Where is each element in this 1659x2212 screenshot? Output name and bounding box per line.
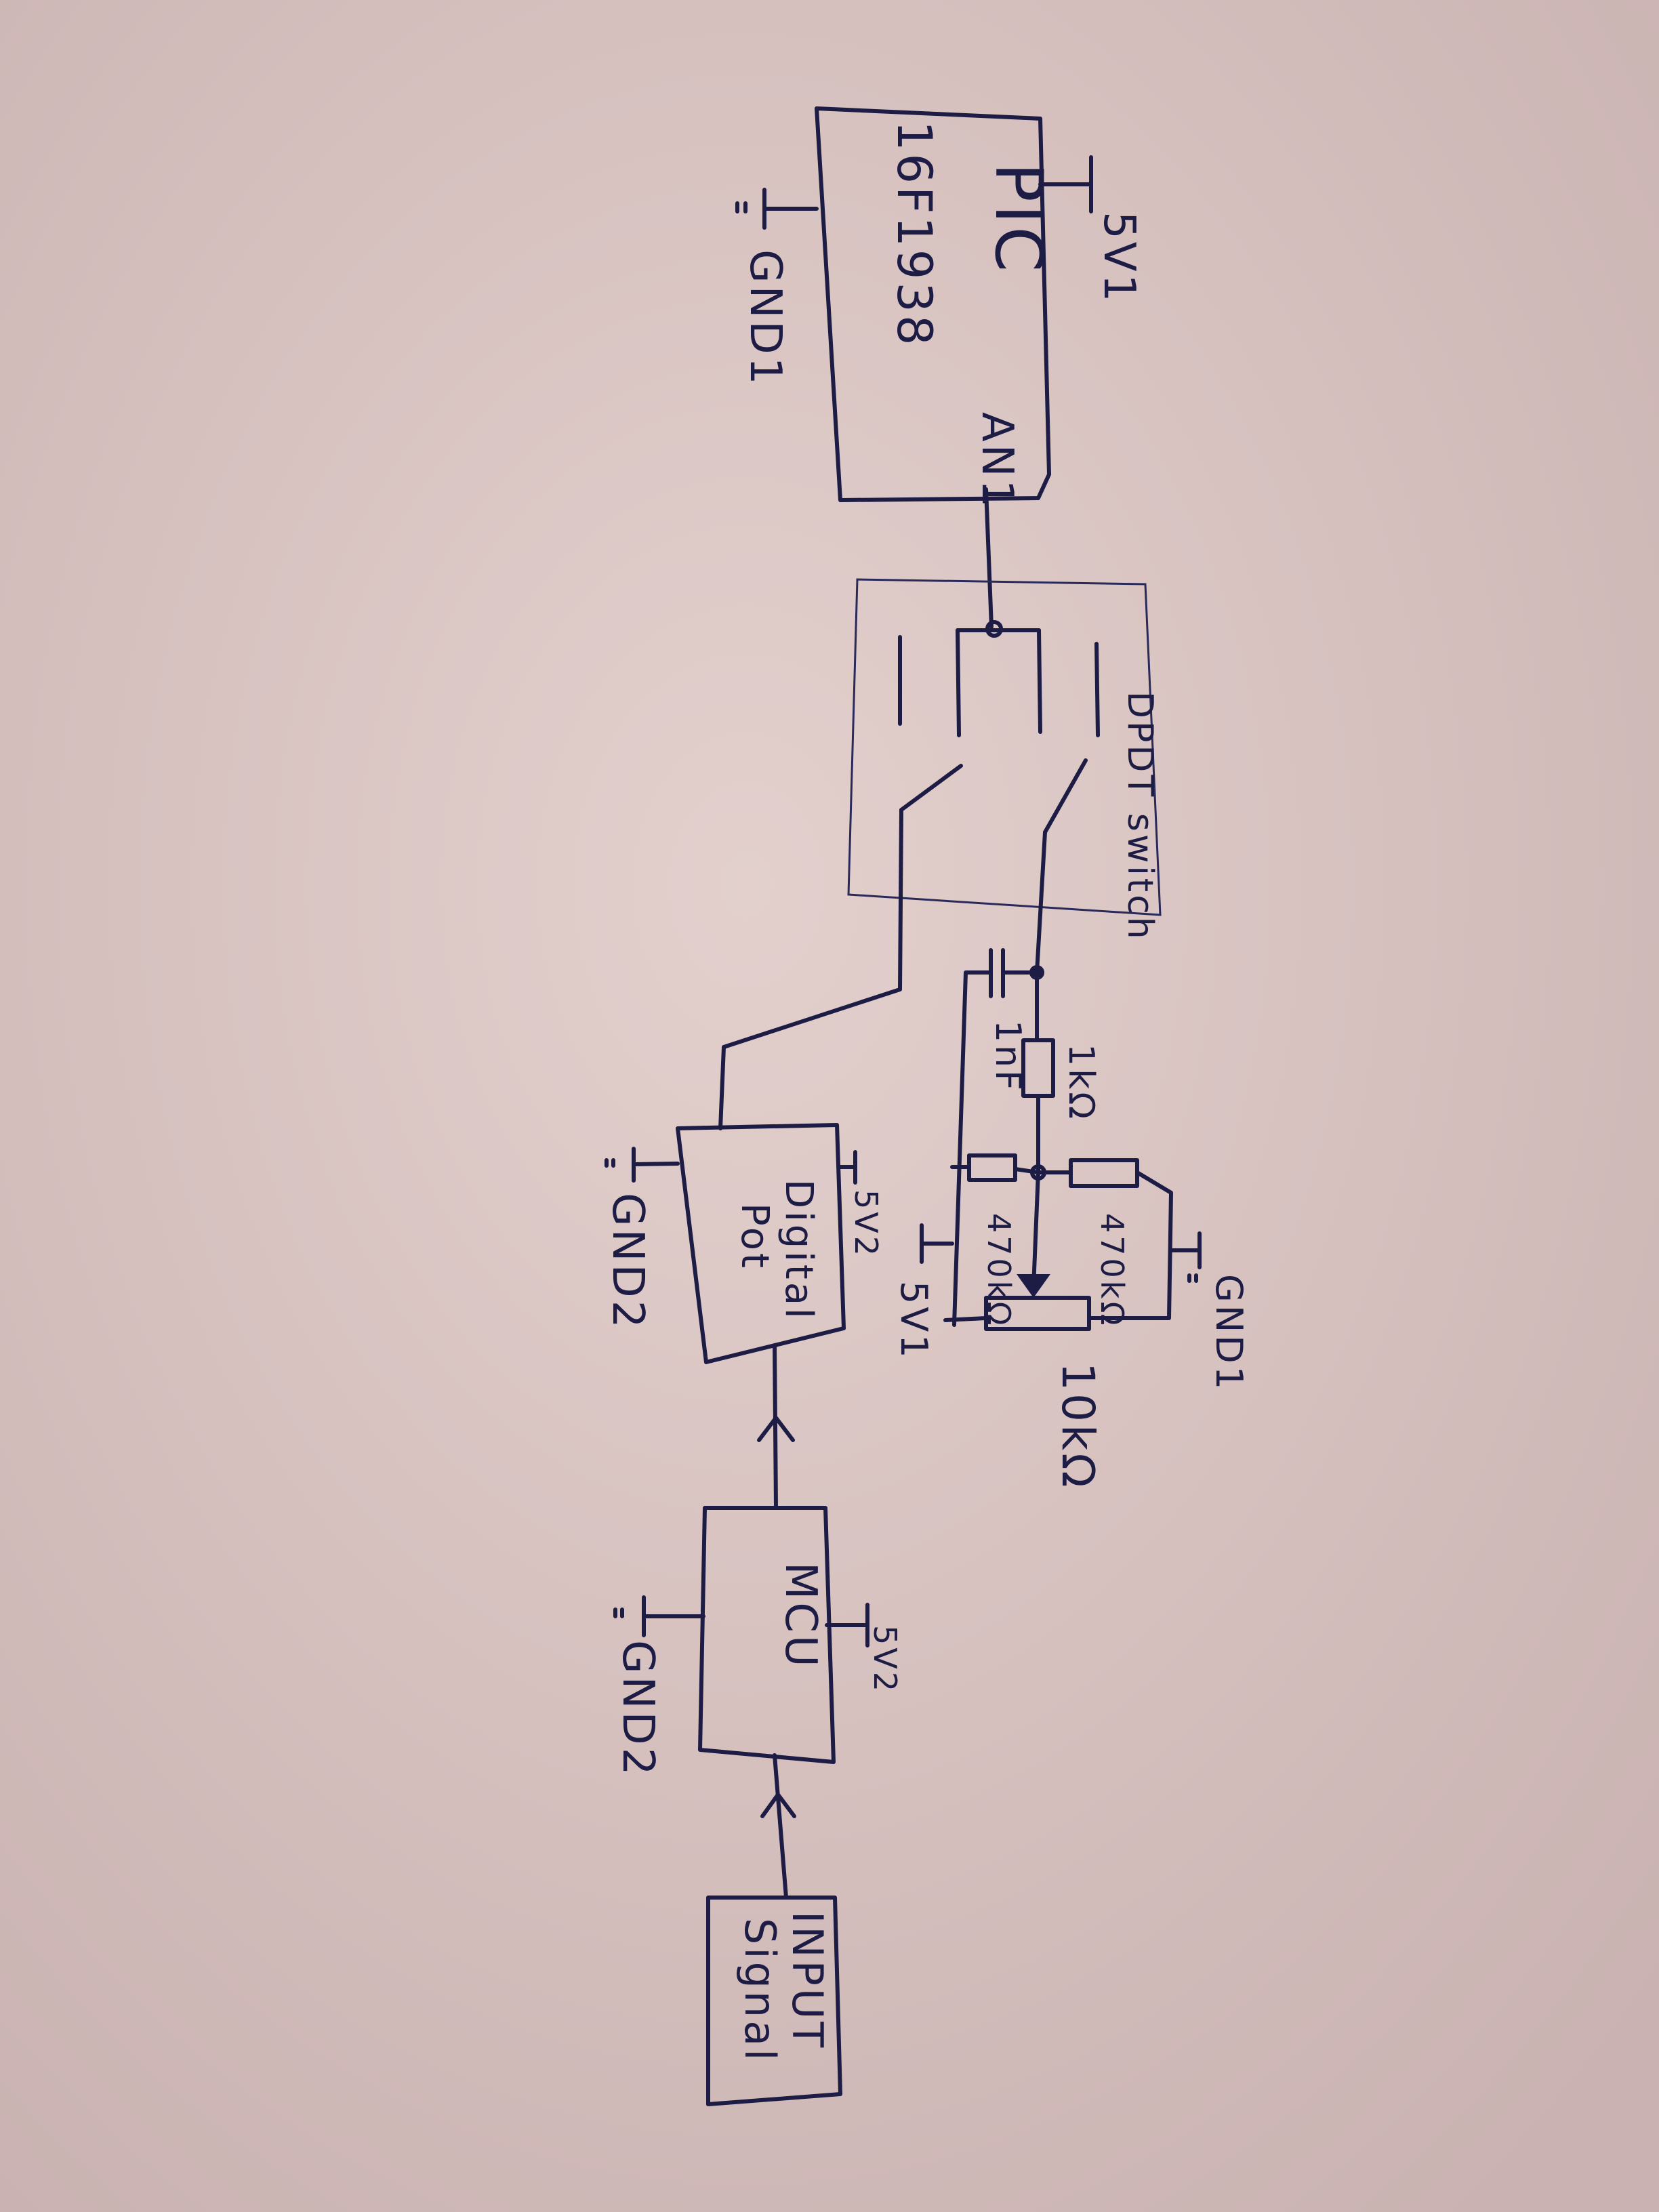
network-ground-mark	[1187, 1273, 1198, 1283]
mcu-body	[698, 1506, 836, 1764]
digital-pot-body	[676, 1123, 846, 1364]
wiper-line	[1031, 1170, 1040, 1290]
pot-label: 10kΩ	[1052, 1362, 1104, 1490]
input-label-1: INPUT	[783, 1911, 832, 2050]
switch-blade-2	[1043, 758, 1088, 834]
network-supply-label: 5V1	[893, 1281, 935, 1361]
network-ground-symbol	[1169, 1231, 1202, 1269]
mcu-block: MCU 5V2 GND2	[613, 1506, 903, 1900]
pic-pin-label: AN1	[972, 412, 1022, 510]
mcu-supply-label: 5V2	[867, 1625, 903, 1694]
network-ground-label: GND1	[1208, 1274, 1250, 1392]
an1-wire	[984, 487, 994, 629]
switch-contact-4	[1094, 642, 1100, 737]
r-right-label: 470kΩ	[1094, 1213, 1130, 1328]
potentiometer-10k	[984, 1296, 1091, 1331]
pot-left-lead	[943, 1316, 988, 1322]
digital-pot-supply-label: 5V2	[848, 1189, 884, 1258]
r-left-lead	[1013, 1167, 1040, 1174]
switch-to-network-wire	[1035, 830, 1047, 975]
input-to-mcu-arrow	[760, 1793, 796, 1818]
pic-ground-symbol	[762, 188, 819, 230]
digital-pot-label-1: Digital	[777, 1179, 821, 1322]
pic-ground-label: GND1	[740, 249, 790, 387]
switch-label: DPDT switch	[1120, 691, 1160, 942]
input-signal-block: INPUT Signal	[706, 1896, 842, 2106]
r-series-label: 1kΩ	[1061, 1044, 1101, 1122]
mcu-to-digital-pot-wire	[773, 1343, 778, 1510]
pic-block: 5V1 GND1 PIC 16F1938 AN1	[735, 106, 1144, 629]
pic-supply-label: 5V1	[1094, 211, 1144, 304]
digital-pot-ground-mark	[605, 1158, 615, 1168]
cap-to-ground-wire	[952, 970, 993, 1327]
digital-pot-ground-label: GND2	[602, 1193, 653, 1330]
input-label-2: Signal	[735, 1918, 785, 2063]
pic-ground-mark	[735, 201, 747, 213]
divider-network: 1nF 1kΩ 470kΩ 470kΩ 10kΩ 5V1 GND1	[893, 948, 1250, 1490]
switch-to-digital-pot-wire	[718, 808, 903, 1130]
digital-pot-ground-symbol	[632, 1147, 680, 1183]
digital-pot-block: Digital Pot 5V2 GND2	[602, 1123, 884, 1510]
switch-contact-3	[1037, 628, 1042, 734]
pic-label: PIC	[981, 163, 1057, 274]
mcu-to-digital-pot-arrow	[757, 1416, 795, 1442]
digital-pot-supply-symbol	[837, 1150, 857, 1185]
switch-blade-1	[899, 764, 963, 812]
digital-pot-label-2: Pot	[733, 1203, 777, 1271]
mcu-ground-symbol	[642, 1595, 705, 1637]
r-right-to-ground-wire	[1089, 1170, 1173, 1320]
switch-junction	[985, 620, 1003, 638]
mcu-ground-label: GND2	[613, 1640, 663, 1778]
mcu-label: MCU	[775, 1562, 825, 1670]
mcu-supply-symbol	[825, 1603, 869, 1647]
input-signal-body	[706, 1896, 842, 2106]
mcu-ground-mark	[613, 1607, 624, 1618]
switch-enclosure	[847, 578, 1162, 916]
network-supply-symbol	[920, 1223, 954, 1264]
pic-body	[815, 106, 1051, 502]
dpdt-switch: DPDT switch	[718, 578, 1162, 1130]
wiper-arrow	[1017, 1274, 1050, 1298]
pic-part-label: 16F1938	[886, 121, 942, 348]
pic-supply-symbol	[1038, 155, 1093, 213]
input-to-mcu-wire	[773, 1753, 788, 1900]
switch-contact-2	[956, 628, 961, 737]
